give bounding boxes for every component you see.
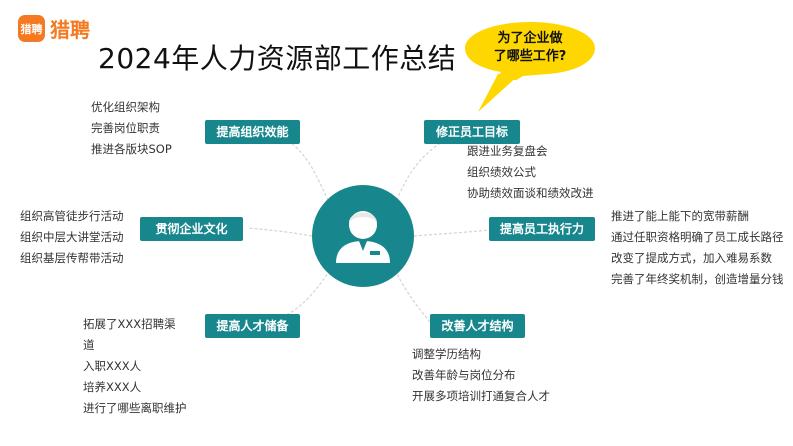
node-efficiency: 提高组织效能: [205, 120, 300, 144]
logo-mark: 猎聘: [18, 15, 45, 42]
list-item: 入职XXX人: [83, 359, 142, 373]
list-talent: 拓展了XXX招聘渠 道 入职XXX人 培养XXX人 进行了哪些离职维护: [83, 314, 187, 419]
list-item: 组织基层传帮带活动: [20, 251, 124, 265]
list-item: 改善年龄与岗位分布: [412, 368, 516, 382]
list-item: 推进各版块SOP: [91, 142, 172, 156]
list-item: 协助绩效面谈和绩效改进: [467, 186, 594, 200]
list-efficiency: 优化组织架构 完善岗位职责 推进各版块SOP: [91, 97, 172, 160]
speech-bubble: [465, 22, 595, 80]
list-item: 道: [83, 338, 95, 352]
logo-text: 猎聘: [50, 18, 90, 42]
bubble-line: 为了企业做: [497, 31, 563, 46]
liepin-logo: 猎聘 猎聘: [18, 14, 90, 43]
person-icon: [336, 211, 390, 263]
list-item: 跟进业务复盘会: [467, 144, 548, 158]
node-culture: 贯彻企业文化: [140, 217, 243, 241]
list-item: 完善岗位职责: [91, 121, 160, 135]
bubble-line: 了哪些工作?: [493, 49, 567, 64]
list-item: 改变了提成方式，加入难易系数: [611, 251, 772, 265]
list-item: 组织中层大讲堂活动: [20, 230, 124, 244]
node-execution: 提高员工执行力: [489, 217, 595, 241]
page-title: 2024年人力资源部工作总结: [98, 42, 457, 75]
list-item: 调整学历结构: [412, 347, 481, 361]
list-item: 组织高管徒步行活动: [20, 209, 124, 223]
list-execution: 推进了能上能下的宽带薪酬 通过任职资格明确了员工成长路径 改变了提成方式，加入难…: [611, 206, 784, 290]
list-item: 开展多项培训打通复合人才: [412, 389, 550, 403]
list-goals: 跟进业务复盘会 组织绩效公式 协助绩效面谈和绩效改进: [467, 141, 594, 204]
list-item: 完善了年终奖机制，创造增量分钱: [611, 272, 784, 286]
node-goals: 修正员工目标: [424, 120, 520, 144]
list-structure: 调整学历结构 改善年龄与岗位分布 开展多项培训打通复合人才: [412, 344, 550, 407]
node-structure: 改善人才结构: [430, 314, 525, 338]
list-item: 进行了哪些离职维护: [83, 401, 187, 415]
list-item: 拓展了XXX招聘渠: [83, 317, 176, 331]
bubble-text: 为了企业做 了哪些工作?: [470, 30, 590, 66]
list-culture: 组织高管徒步行活动 组织中层大讲堂活动 组织基层传帮带活动: [20, 206, 124, 269]
list-item: 组织绩效公式: [467, 165, 536, 179]
list-item: 培养XXX人: [83, 380, 142, 394]
center-avatar-circle: [312, 185, 414, 287]
list-item: 优化组织架构: [91, 100, 160, 114]
node-talent: 提高人才储备: [205, 314, 300, 338]
list-item: 通过任职资格明确了员工成长路径: [611, 230, 784, 244]
list-item: 推进了能上能下的宽带薪酬: [611, 209, 749, 223]
